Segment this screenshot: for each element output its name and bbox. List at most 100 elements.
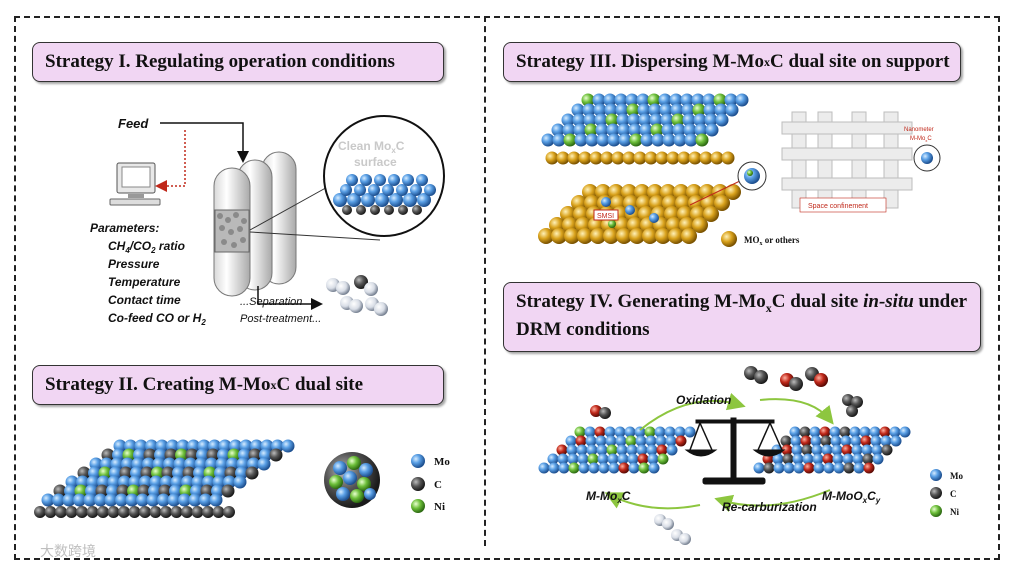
slab-atom — [647, 453, 659, 465]
slab-atom — [638, 113, 652, 127]
slab-atom — [881, 444, 893, 456]
legend-s4-c-swatch — [930, 487, 942, 499]
slab-atom — [725, 103, 739, 117]
slab-atom — [662, 133, 676, 147]
legend-s2: Mo C Ni — [411, 454, 450, 513]
slab-atom — [648, 462, 660, 474]
slab-atom — [588, 462, 600, 474]
slab-atom — [672, 123, 686, 137]
support-atom — [567, 151, 581, 165]
slab-atom — [840, 435, 852, 447]
support-atom — [668, 228, 684, 244]
legend-s4-ni-label: Ni — [950, 507, 959, 517]
slab-atom — [649, 113, 663, 127]
space-confinement-tag — [799, 197, 887, 213]
s3-zoom-line — [689, 179, 743, 206]
support-atom — [714, 195, 730, 211]
computer-icon — [109, 162, 161, 206]
recarb-label: Re-carburization — [722, 500, 817, 514]
slab-atom — [618, 133, 632, 147]
legend-s4-mo-label: Mo — [950, 471, 963, 481]
slab-atom — [223, 506, 235, 518]
slab-atom — [558, 462, 570, 474]
slab-atom — [802, 453, 814, 465]
slab-atom — [618, 462, 630, 474]
slab-atom — [851, 444, 863, 456]
slab-atom — [665, 435, 677, 447]
slab-atom — [655, 435, 667, 447]
slab-atom — [617, 123, 631, 137]
slab-atom — [104, 493, 118, 507]
slab-atom — [581, 93, 595, 107]
slab-atom — [831, 444, 843, 456]
slab-atom — [160, 506, 172, 518]
slab-atom — [167, 493, 181, 507]
strategy-1-diagram: Feed — [90, 115, 445, 327]
slab-atom — [547, 453, 559, 465]
slab-atom — [691, 93, 705, 107]
slab-atom — [695, 133, 709, 147]
slab-atom — [118, 506, 130, 518]
balance-scale-icon — [684, 417, 786, 485]
slab-atom — [615, 435, 627, 447]
slab-atom — [62, 493, 76, 507]
slab-atom — [637, 453, 649, 465]
slab-atom — [659, 103, 673, 117]
slab-atom — [202, 506, 214, 518]
strategy-4-title-em: in-situ — [863, 291, 914, 312]
slab-atom — [592, 93, 606, 107]
oxidation-arrow — [639, 392, 746, 431]
space-confinement-label: Space confinement — [808, 203, 868, 210]
slab-atom — [661, 123, 675, 137]
slab-atom — [181, 506, 193, 518]
slab-atom — [627, 453, 639, 465]
slab-atom — [73, 493, 86, 507]
support-atom — [600, 151, 614, 165]
slab-atom — [843, 462, 855, 474]
watermark-text: 大数跨境 — [40, 544, 96, 560]
params-title: Parameters: — [90, 221, 159, 235]
surface-label-1: Clean MoxC — [338, 139, 405, 155]
slab-atom — [792, 453, 804, 465]
strategy-1-title-text: Strategy I. Regulating operation conditi… — [45, 51, 395, 72]
support-atom — [590, 228, 606, 244]
slab-atom — [829, 426, 841, 438]
slab-atom — [616, 113, 630, 127]
slab-atom — [669, 93, 683, 107]
strategy-1-title: Strategy I. Regulating operation conditi… — [32, 42, 444, 82]
product-molecules — [326, 275, 388, 316]
slab-atom — [170, 506, 183, 518]
slab-atom — [684, 426, 696, 438]
nanometer-particle — [921, 152, 933, 164]
legend-mo-swatch — [411, 454, 425, 468]
support-atom — [629, 228, 645, 244]
legend-c-label: C — [434, 479, 442, 491]
slab-atom — [603, 93, 617, 107]
slab-atom — [606, 123, 620, 137]
slab-atom — [281, 439, 295, 453]
slab-atom — [640, 133, 654, 147]
smsi-label: SMSI — [597, 213, 614, 220]
slab-atom — [683, 123, 697, 137]
slab-atom — [647, 93, 661, 107]
slab-atom — [269, 448, 283, 462]
slab-atom — [628, 462, 640, 474]
slab-atom — [634, 426, 646, 438]
slab-atom — [654, 426, 666, 438]
slab-atom — [879, 426, 891, 438]
slab-atom — [819, 426, 831, 438]
slab-atom — [65, 506, 78, 518]
param-contact-time: Contact time — [108, 293, 181, 307]
slab-atom — [625, 93, 639, 107]
param-temperature: Temperature — [108, 275, 181, 289]
slab-atom — [149, 506, 162, 518]
support-atom — [655, 151, 669, 165]
slab-atom — [803, 462, 815, 474]
m-moo-slab — [753, 426, 911, 474]
support-atom — [666, 151, 680, 165]
slab-atom — [209, 493, 223, 507]
reactor-icon — [213, 151, 297, 297]
slab-atom — [575, 435, 587, 447]
strategy-4-title-mid: C dual site — [771, 291, 864, 312]
